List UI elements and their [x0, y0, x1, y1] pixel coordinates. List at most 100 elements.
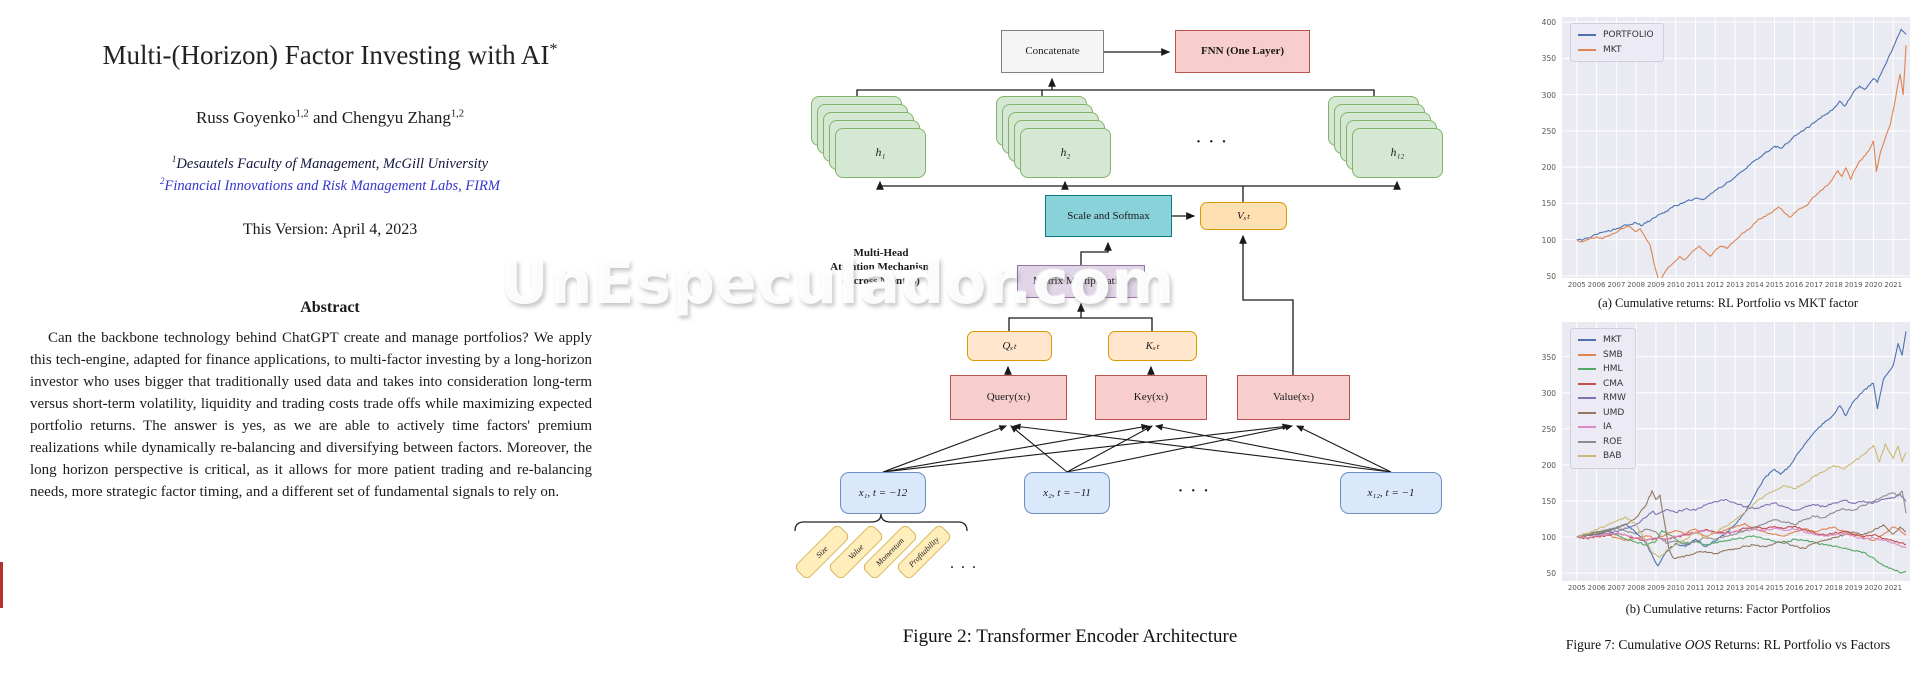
x2-input-box: x₂, t = −11	[1024, 472, 1110, 514]
ellipsis-inputs: · · ·	[1178, 483, 1211, 499]
figure7-caption-prefix: Figure 7: Cumulative	[1565, 637, 1685, 652]
series-bab	[1576, 443, 1907, 558]
legend-label: UMD	[1603, 407, 1625, 418]
x-tick-label: 2013	[1726, 584, 1744, 592]
x-tick-label: 2018	[1824, 584, 1843, 592]
legend-label: CMA	[1603, 378, 1624, 389]
x-tick-label: 2020	[1864, 281, 1883, 289]
x-tick-label: 2018	[1824, 281, 1843, 289]
figure7-caption-suffix: Returns: RL Portfolio vs Factors	[1711, 637, 1891, 652]
abstract-heading: Abstract	[300, 299, 360, 316]
legend-entry: CMA	[1578, 377, 1626, 392]
y-tick-label: 400	[1541, 18, 1556, 28]
x-tick-label: 2009	[1646, 281, 1665, 289]
legend-entry: HML	[1578, 362, 1626, 377]
h2-stack: h₂	[996, 96, 1113, 180]
y-tick-label: 350	[1541, 54, 1556, 64]
legend-label: HML	[1603, 364, 1623, 375]
legend-entry: IA	[1578, 420, 1626, 435]
legend-swatch	[1578, 426, 1596, 429]
y-tick-label: 300	[1541, 90, 1556, 100]
y-tick-label: 100	[1541, 532, 1556, 542]
series-cma	[1576, 525, 1907, 546]
y-tick-label: 200	[1541, 163, 1556, 173]
x-tick-label: 2006	[1587, 584, 1606, 592]
edge-artifact	[0, 562, 3, 608]
connector-lines	[794, 48, 1401, 532]
legend-entry: BAB	[1578, 449, 1626, 464]
y-tick-label: 150	[1541, 496, 1556, 506]
affiliation-2-link[interactable]: 2Financial Innovations and Risk Manageme…	[30, 176, 630, 195]
x-tick-label: 2005	[1567, 281, 1586, 289]
x-tick-label: 2021	[1884, 281, 1903, 289]
legend-entry: MKT	[1578, 43, 1654, 58]
series-smb	[1576, 522, 1907, 542]
y-tick-label: 250	[1541, 424, 1556, 434]
y-tick-label: 300	[1541, 388, 1556, 398]
y-tick-label: 200	[1541, 460, 1556, 470]
k-box: Kₓₜ	[1108, 331, 1197, 361]
value-box: Value(xₜ)	[1237, 375, 1350, 420]
affiliation-2-sup: 2	[160, 176, 165, 186]
x-tick-label: 2008	[1627, 584, 1646, 592]
y-tick-label: 50	[1546, 271, 1556, 281]
mh-label-line3: (Across Months)	[842, 275, 920, 287]
legend-swatch	[1578, 339, 1596, 342]
legend-swatch	[1578, 368, 1596, 371]
x-tick-label: 2008	[1627, 281, 1646, 289]
legend-label: RMW	[1603, 393, 1626, 404]
panel-a-caption: (a) Cumulative returns: RL Portfolio vs …	[1597, 296, 1859, 310]
y-tick-label: 350	[1541, 352, 1556, 362]
figure7-caption: Figure 7: Cumulative OOS Returns: RL Por…	[1528, 637, 1920, 653]
x-tick-label: 2012	[1706, 281, 1725, 289]
x-tick-label: 2017	[1805, 584, 1823, 592]
abstract-text: Can the backbone technology behind ChatG…	[30, 330, 592, 500]
y-tick-label: 100	[1541, 235, 1556, 245]
q-box: Qₓₜ	[967, 331, 1052, 361]
authors-conjunction: and	[313, 108, 338, 127]
x-tick-label: 2011	[1686, 584, 1705, 592]
transformer-diagram: Concatenate FNN (One Layer) h₁ h₂ h₁₂	[640, 0, 1470, 679]
legend-label: ROE	[1603, 436, 1623, 447]
h12-stack: h₁₂	[1328, 96, 1445, 180]
x-tick-label: 2016	[1785, 281, 1804, 289]
fnn-box: FNN (One Layer)	[1175, 30, 1310, 73]
query-box: Query(xₜ)	[950, 375, 1067, 420]
series-mkt	[1576, 331, 1907, 567]
v-box: Vₓₜ	[1200, 202, 1287, 230]
legend-swatch	[1578, 48, 1596, 51]
series-mkt	[1576, 45, 1907, 278]
x12-input-box: x₁₂, t = −1	[1340, 472, 1442, 514]
x-tick-label: 2019	[1844, 584, 1863, 592]
affiliation-1-sup: 1	[171, 154, 177, 164]
y-tick-label: 250	[1541, 126, 1556, 136]
affiliation-1: 1Desautels Faculty of Management, McGill…	[30, 154, 630, 173]
matrix-multiplication-box: Matrix Multiplication	[1017, 265, 1145, 298]
legend-swatch	[1578, 455, 1596, 458]
legend-swatch	[1578, 411, 1596, 414]
series-rmw	[1576, 493, 1907, 538]
figure2-caption: Figure 2: Transformer Encoder Architectu…	[902, 626, 1238, 647]
paper-title: Multi-(Horizon) Factor Investing with AI…	[30, 40, 630, 71]
legend-swatch	[1578, 440, 1596, 443]
legend-entry: SMB	[1578, 348, 1626, 363]
h1-stack: h₁	[811, 96, 928, 180]
x-tick-label: 2007	[1607, 281, 1626, 289]
affiliation-2-text[interactable]: Financial Innovations and Risk Managemen…	[164, 177, 500, 194]
x-tick-label: 2013	[1726, 281, 1744, 289]
x-tick-label: 2014	[1745, 584, 1764, 592]
mh-label-line1: Multi-Head	[853, 247, 909, 259]
scale-softmax-box: Scale and Softmax	[1045, 195, 1172, 237]
x-tick-label: 2014	[1745, 281, 1764, 289]
x-tick-label: 2012	[1706, 584, 1725, 592]
x-tick-label: 2015	[1765, 281, 1784, 289]
series-ia	[1576, 527, 1907, 549]
legend-entry: PORTFOLIO	[1578, 28, 1654, 43]
x-tick-label: 2015	[1765, 584, 1784, 592]
authors-line: Russ Goyenko1,2 and Chengyu Zhang1,2	[30, 108, 630, 128]
y-tick-label: 50	[1546, 569, 1556, 579]
